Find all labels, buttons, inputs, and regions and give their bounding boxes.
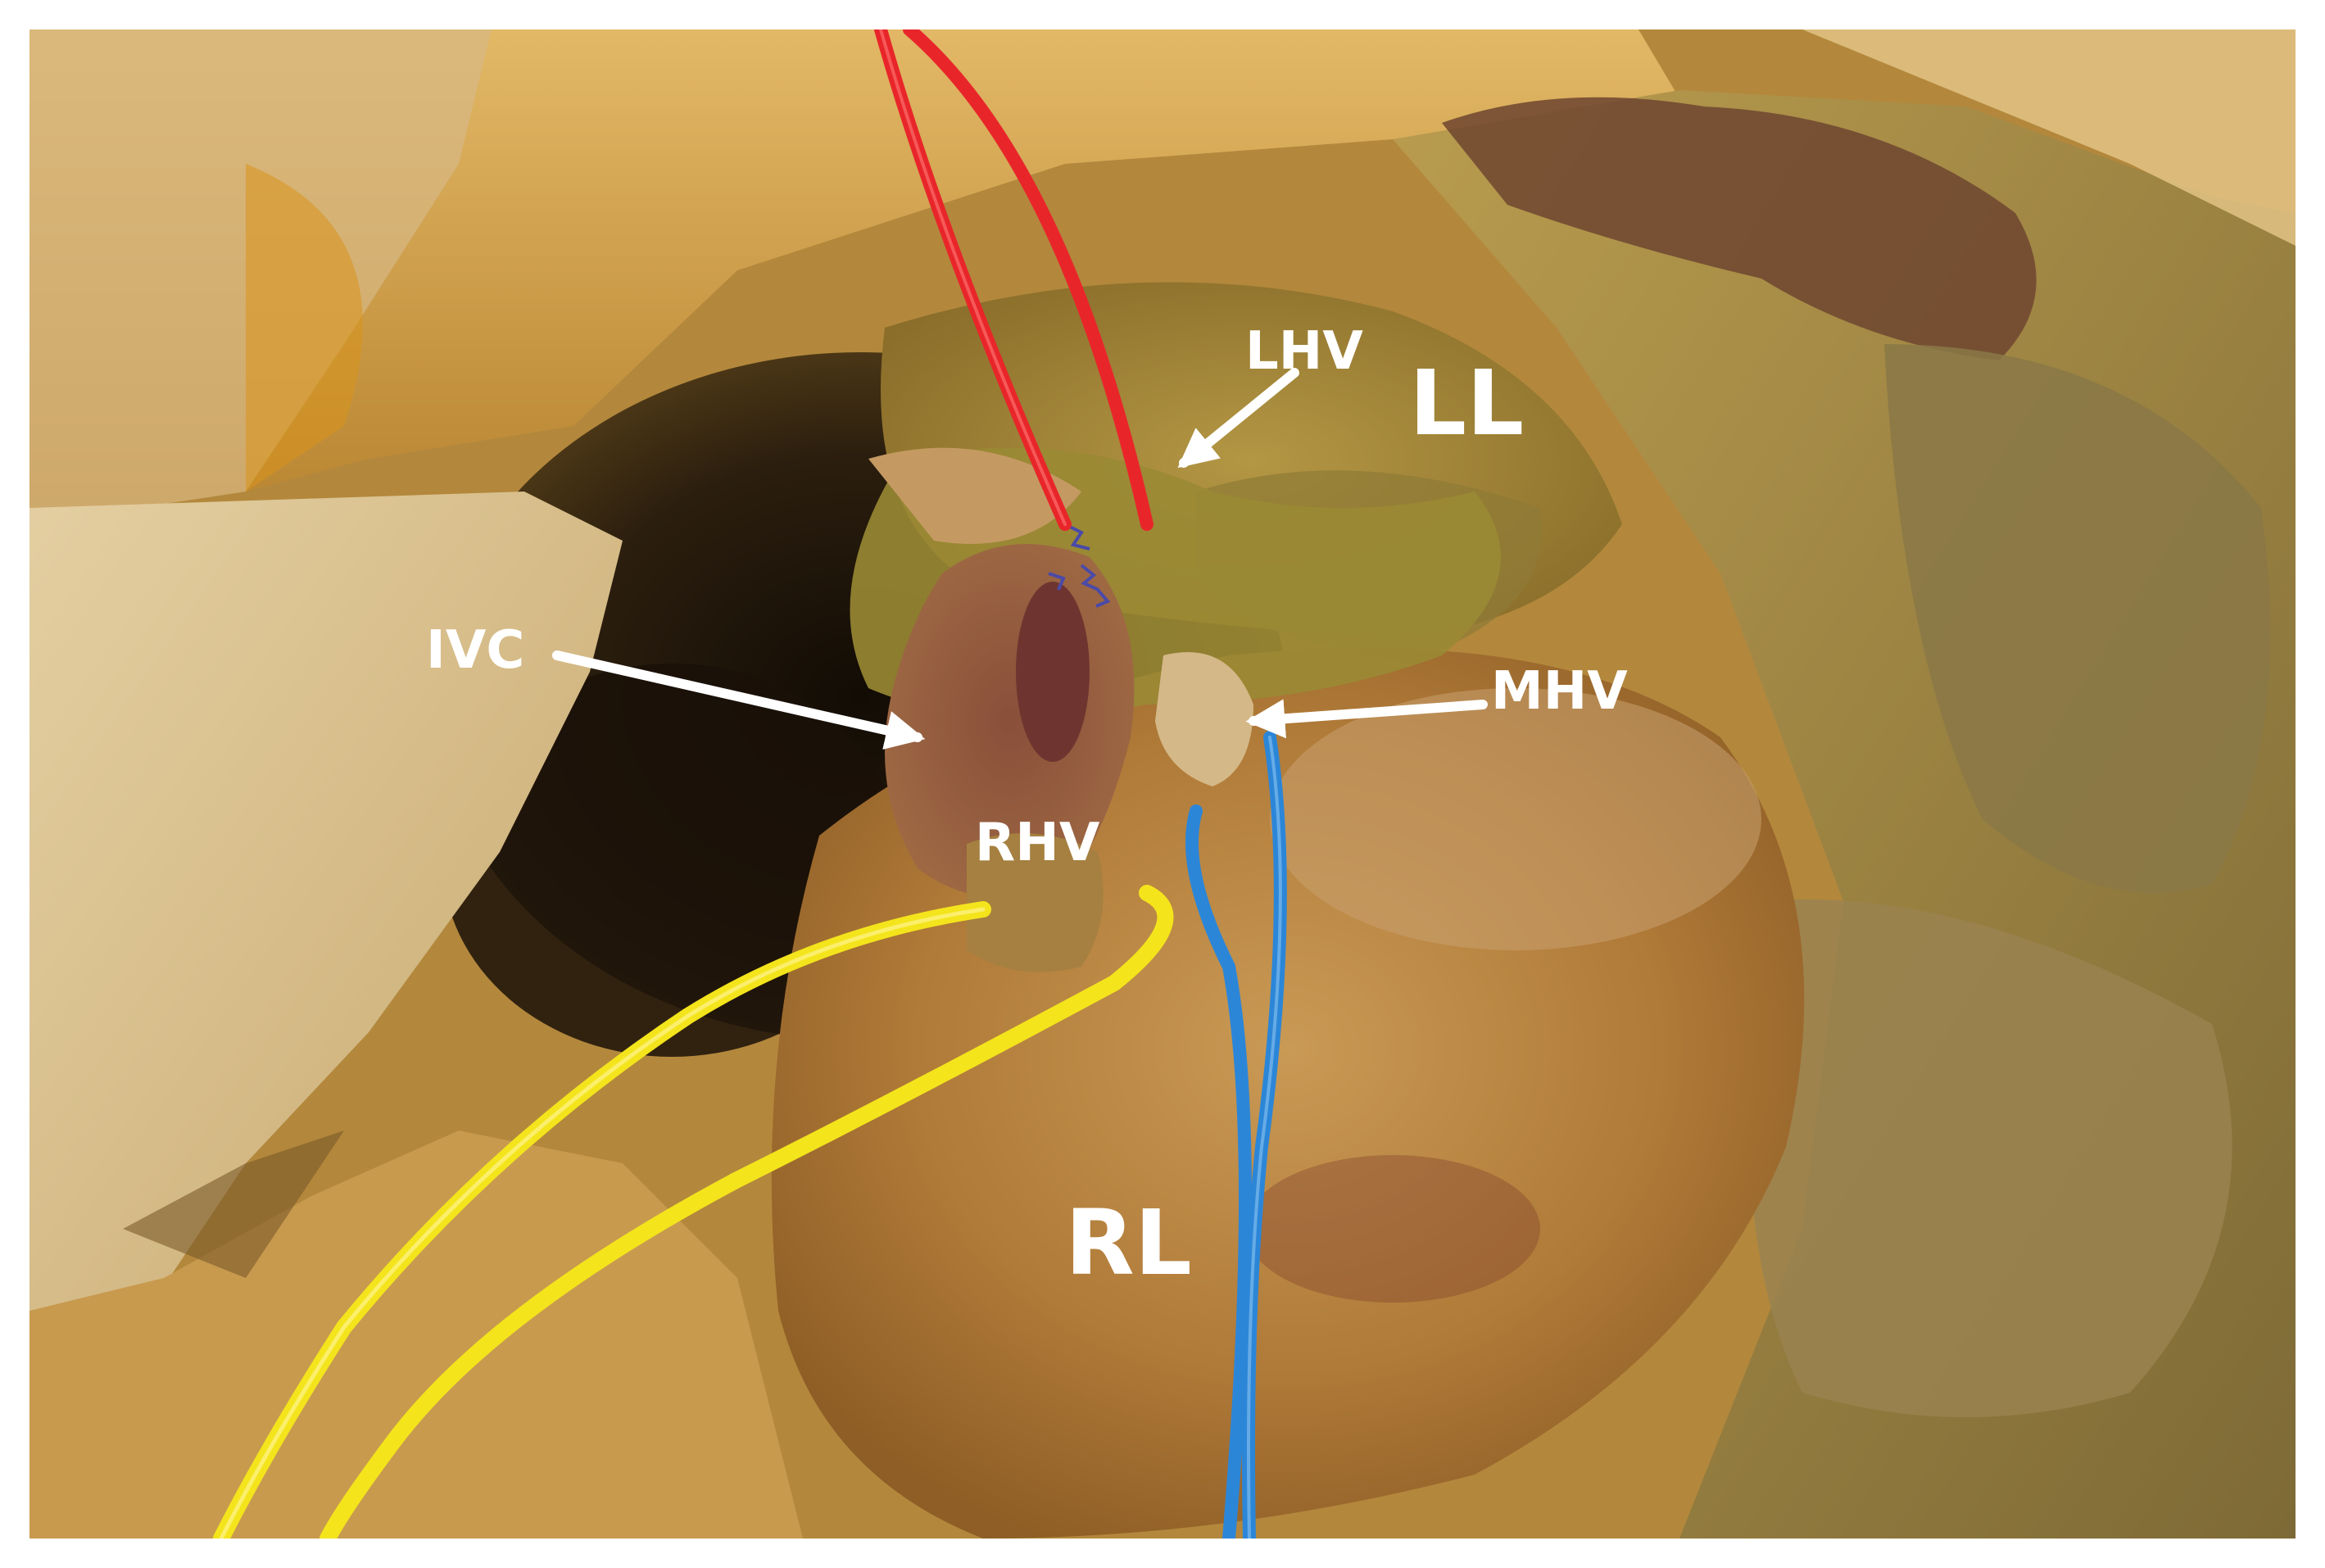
mhv-arrow	[1245, 699, 1488, 739]
label-rl: RL	[1065, 1190, 1192, 1295]
mhv-vessel	[1155, 652, 1253, 786]
vessel-flap	[868, 447, 1081, 544]
rhv-vessel	[967, 833, 1104, 972]
red-wires	[874, 29, 1153, 531]
lhv-arrow	[1177, 368, 1299, 469]
lower-left-tissue	[29, 1131, 803, 1539]
label-ll: LL	[1409, 351, 1524, 455]
label-mhv: MHV	[1491, 661, 1628, 722]
sutures	[1048, 523, 1111, 608]
label-rhv: RHV	[975, 813, 1100, 873]
ivc-arrow	[552, 650, 926, 750]
annotation-arrows	[552, 368, 1488, 750]
left-tissue	[29, 492, 623, 1344]
label-ivc: IVC	[426, 620, 524, 681]
label-lhv: LHV	[1245, 321, 1363, 382]
dark-bowel	[1442, 97, 2037, 360]
blue-wires	[1185, 731, 1287, 1539]
ivc-lumen	[1016, 582, 1090, 762]
yellow-wires	[213, 885, 1174, 1539]
photo-content	[29, 29, 2296, 1539]
